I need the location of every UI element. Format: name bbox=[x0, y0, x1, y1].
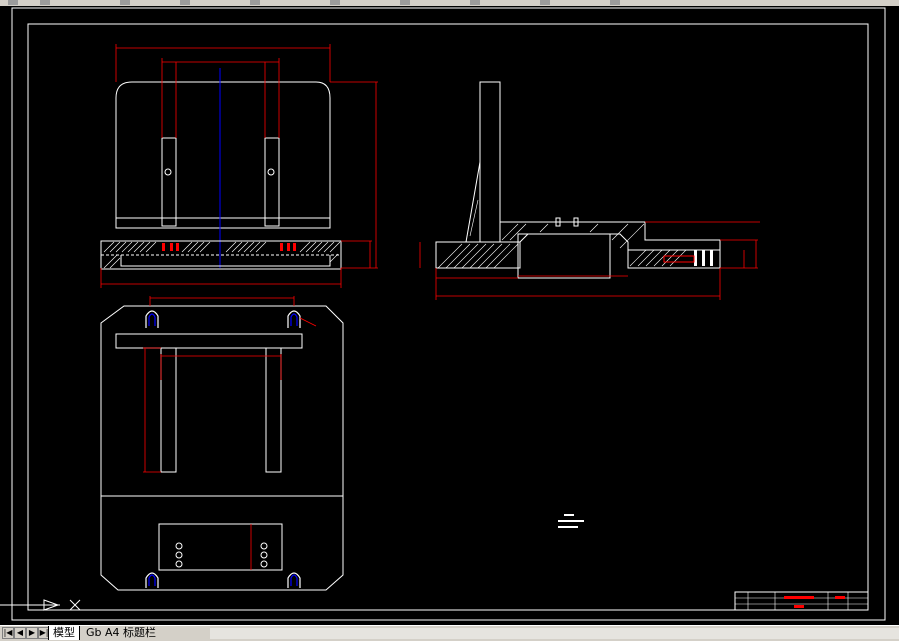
layout-tab-bar: |◀ ◀ ▶ ▶| 模型 Gb A4 标题栏 bbox=[0, 625, 899, 641]
side-view bbox=[419, 81, 760, 300]
tab-layout-gb-a4[interactable]: Gb A4 标题栏 bbox=[86, 626, 157, 639]
toolbar-button[interactable] bbox=[120, 0, 130, 5]
side-hatch bbox=[437, 199, 687, 269]
front-dimensions bbox=[100, 44, 378, 288]
drawing-canvas[interactable] bbox=[0, 6, 899, 625]
toolbar-button[interactable] bbox=[400, 0, 410, 5]
toolbar-button[interactable] bbox=[540, 0, 550, 5]
next-tab-button[interactable]: ▶ bbox=[26, 627, 38, 639]
front-bolt-marks bbox=[162, 243, 296, 251]
cad-drawing bbox=[0, 7, 886, 621]
top-u-slots-blue bbox=[148, 313, 298, 586]
ucs-icon bbox=[0, 599, 81, 611]
toolbar-button[interactable] bbox=[250, 0, 260, 5]
front-view bbox=[100, 44, 378, 288]
top-view bbox=[100, 296, 344, 591]
prev-tab-button[interactable]: ◀ bbox=[14, 627, 26, 639]
front-hatch bbox=[103, 241, 341, 269]
horizontal-scrollbar[interactable] bbox=[210, 628, 899, 639]
top-dimensions bbox=[143, 296, 317, 570]
toolbar-button[interactable] bbox=[180, 0, 190, 5]
first-tab-button[interactable]: |◀ bbox=[2, 627, 14, 639]
toolbar-button[interactable] bbox=[610, 0, 620, 5]
technical-notes bbox=[558, 514, 584, 528]
inner-frame bbox=[27, 23, 869, 611]
side-dimensions bbox=[419, 221, 760, 300]
outer-frame bbox=[11, 7, 886, 621]
toolbar-button[interactable] bbox=[470, 0, 480, 5]
toolbar-button[interactable] bbox=[8, 0, 18, 5]
toolbar-button[interactable] bbox=[330, 0, 340, 5]
side-slot-marks bbox=[694, 250, 713, 266]
top-bolt-holes bbox=[175, 542, 268, 568]
tab-model[interactable]: 模型 bbox=[48, 626, 80, 640]
toolbar-button[interactable] bbox=[40, 0, 50, 5]
top-u-slots bbox=[145, 310, 301, 588]
title-block bbox=[734, 591, 869, 611]
